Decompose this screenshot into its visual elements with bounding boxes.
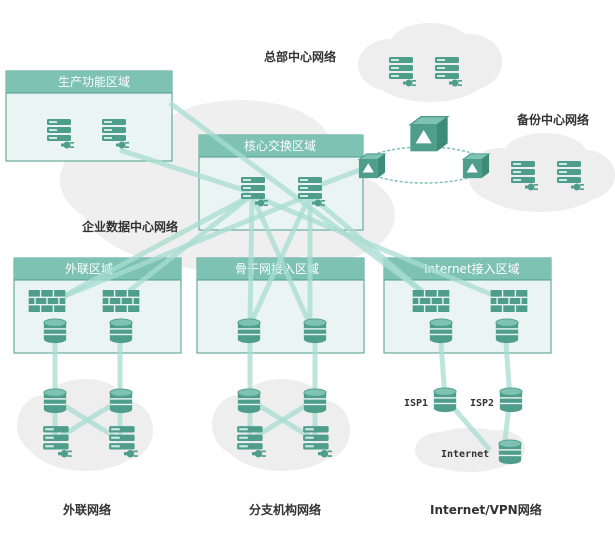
firewall-icon (490, 290, 528, 312)
label-isp1: ISP1 (404, 398, 428, 409)
router-icon (43, 388, 67, 414)
router-icon (495, 318, 519, 344)
router-icon (429, 318, 453, 344)
label-branch-network: 分支机构网络 (249, 502, 321, 517)
router-icon (237, 318, 261, 344)
zone-title-external: 外联区域 (65, 262, 113, 276)
router-icon (433, 387, 457, 413)
router-icon (498, 439, 522, 465)
firewall-icon (102, 290, 140, 312)
firewall-icon (412, 290, 450, 312)
router-icon (43, 318, 67, 344)
label-backup: 备份中心网络 (516, 112, 589, 127)
label-internet: Internet (441, 449, 489, 460)
zone-title-internet: Internet接入区域 (424, 261, 520, 276)
zone-backbone: 骨干网接入区域 (196, 257, 365, 354)
router-icon (303, 318, 327, 344)
router-icon (109, 388, 133, 414)
router-icon (303, 388, 327, 414)
cloud-headquarters (358, 23, 502, 102)
label-enterprise-dc: 企业数据中心网络 (81, 219, 178, 234)
label-isp2: ISP2 (470, 398, 494, 409)
zone-production: 生产功能区域 (5, 70, 173, 162)
router-icon (237, 388, 261, 414)
switch-icon (409, 115, 449, 153)
cloud-branch (212, 379, 350, 471)
label-internet-vpn: Internet/VPN网络 (430, 502, 542, 517)
zone-title-core: 核心交换区域 (244, 138, 316, 153)
router-icon (499, 387, 523, 413)
switch-icon (358, 153, 386, 179)
label-external-network: 外联网络 (63, 502, 111, 517)
cloud-backup (468, 133, 615, 212)
switch-icon (462, 153, 490, 179)
router-icon (109, 318, 133, 344)
zone-title-production: 生产功能区域 (58, 75, 130, 89)
firewall-icon (28, 290, 66, 312)
label-headquarters: 总部中心网络 (264, 49, 336, 64)
